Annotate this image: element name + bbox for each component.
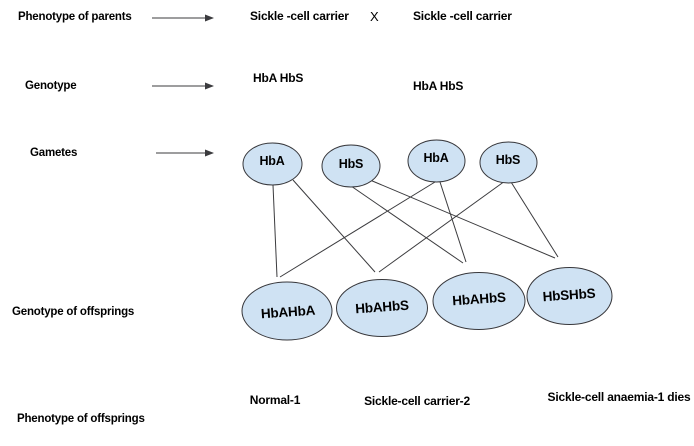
offspring-phenotype-1: Normal-1 [249,393,301,407]
cross-line-gamete3-offspring3 [439,181,467,263]
cross-line-gamete1-offspring2 [292,179,376,273]
gamete-label-3: HbA [423,151,449,165]
parent1-phenotype: Sickle -cell carrier [250,9,349,23]
parent1-genotype: HbA HbS [253,71,304,85]
cross-symbol: X [370,9,379,24]
row-label-phenotype-of-offsprings: Phenotype of offsprings [17,413,145,425]
row-label-gametes: Gametes [30,147,78,159]
gamete-ellipse-2 [321,144,381,188]
gamete-ellipse-4 [479,141,538,184]
parent2-phenotype: Sickle -cell carrier [413,9,512,23]
gamete-label-4: HbS [495,153,521,167]
offspring-ellipse-3 [432,272,526,330]
cross-line-gamete4-offspring2 [378,180,506,273]
offspring-phenotype-3: Sickle-cell anaemia-1 dies [547,390,691,404]
row-label-genotype-of-offsprings: Genotype of offsprings [12,306,135,318]
gamete-ellipse-3 [407,139,466,183]
gamete-label-1: HbA [259,154,285,168]
row-label-genotype: Genotype [25,80,77,92]
offspring-ellipse-1 [241,281,333,341]
cross-line-gamete1-offspring1 [272,184,278,278]
parent2-genotype: HbA HbS [413,79,464,93]
offspring-ellipse-2 [336,279,428,337]
gamete-ellipse-1 [242,142,303,186]
gamete-label-2: HbS [338,157,364,171]
cross-line-gamete3-offspring1 [279,181,436,278]
offspring-ellipse-4 [526,267,613,325]
cross-line-gamete2-offspring4 [369,179,556,259]
cross-line-gamete2-offspring3 [350,185,464,264]
offspring-phenotype-2: Sickle-cell carrier-2 [364,394,470,408]
row-label-phenotype-of-parents: Phenotype of parents [18,11,132,23]
cross-line-gamete4-offspring4 [510,181,559,258]
